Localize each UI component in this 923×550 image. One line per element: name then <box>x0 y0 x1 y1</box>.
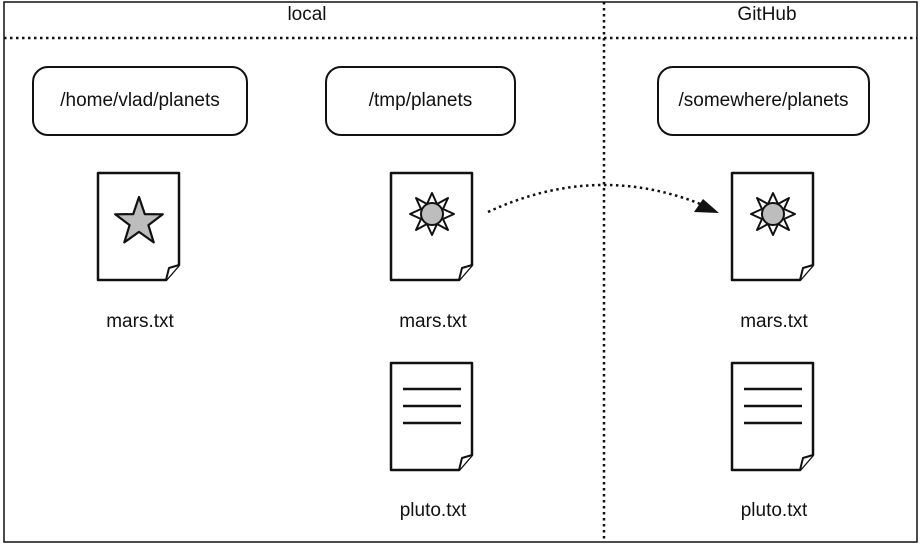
section-title-local: local <box>287 4 327 25</box>
file-home-mars-label: mars.txt <box>106 311 174 332</box>
location-box-tmp: /tmp/planets <box>325 66 516 136</box>
section-title-github: GitHub <box>737 4 797 25</box>
file-tmp-mars-label: mars.txt <box>399 311 467 332</box>
file-tmp-pluto-label: pluto.txt <box>399 500 467 521</box>
text-lines-icon <box>403 387 461 425</box>
file-home-mars <box>96 171 181 282</box>
location-box-home: /home/vlad/planets <box>32 66 248 136</box>
sun-icon <box>409 192 455 236</box>
star-icon <box>114 195 164 244</box>
text-lines-icon <box>744 387 802 425</box>
file-remote-pluto-label: pluto.txt <box>740 500 808 521</box>
file-remote-pluto <box>730 361 815 472</box>
file-remote-mars <box>730 171 815 282</box>
transfer-arrow-line <box>487 183 711 214</box>
transfer-arrow-head <box>694 199 719 213</box>
location-remote-label: /somewhere/planets <box>678 90 849 111</box>
sun-icon <box>750 192 796 236</box>
file-tmp-pluto <box>389 361 474 472</box>
outer-border <box>3 1 918 543</box>
location-home-label: /home/vlad/planets <box>60 90 220 111</box>
file-tmp-mars <box>389 171 474 282</box>
file-remote-mars-label: mars.txt <box>740 311 808 332</box>
location-box-remote: /somewhere/planets <box>657 66 870 136</box>
location-tmp-label: /tmp/planets <box>368 90 473 111</box>
